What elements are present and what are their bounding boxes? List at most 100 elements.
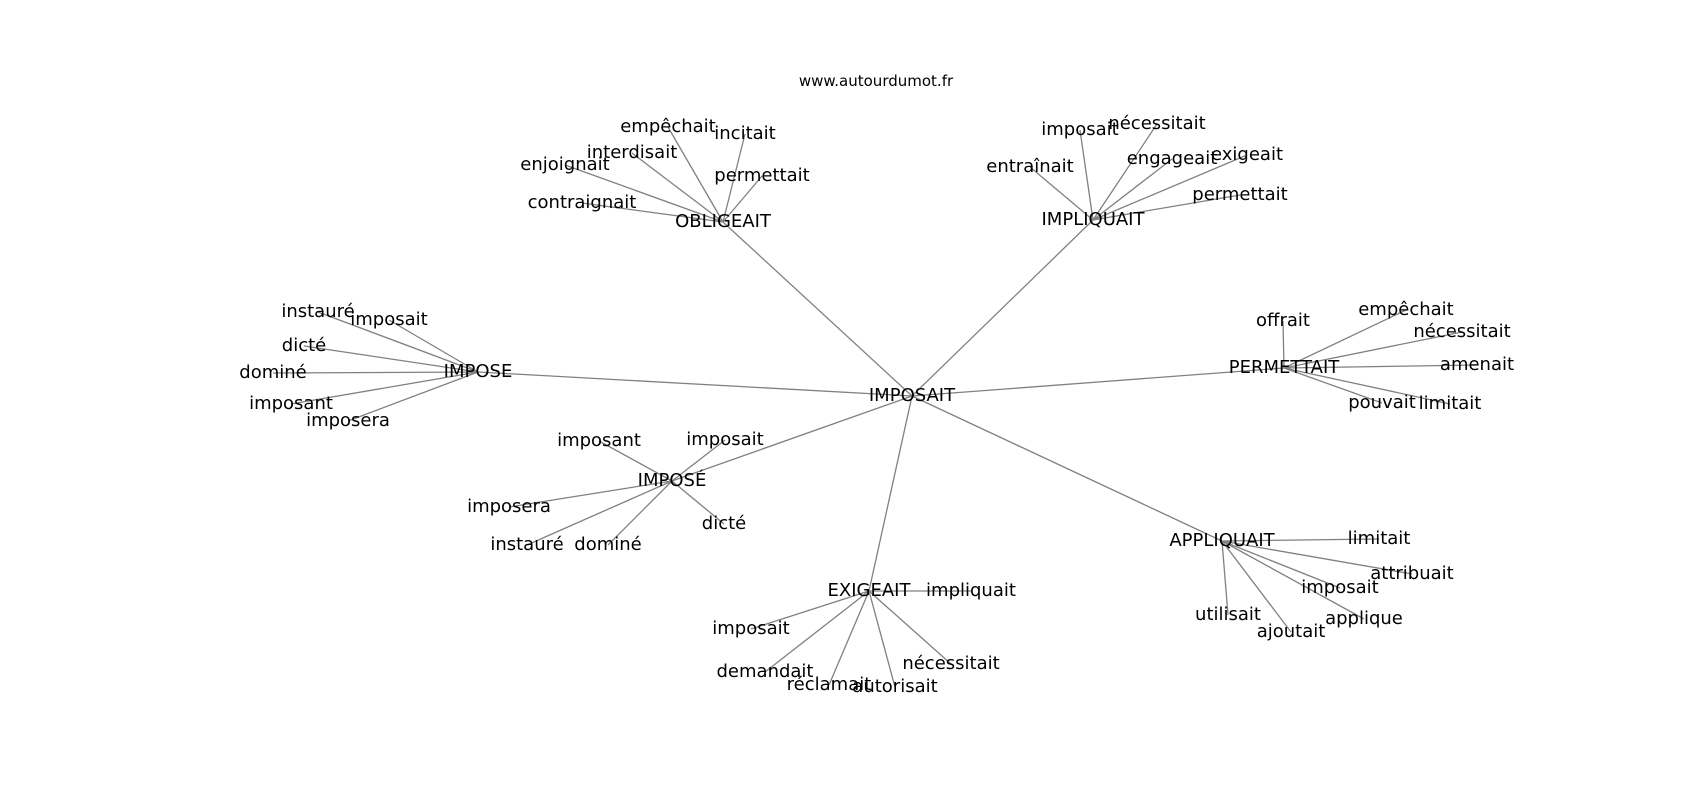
edge-center-exigeait <box>868 395 913 592</box>
hub-node: PERMETTAIT <box>1229 357 1341 378</box>
edge-impose-5 <box>347 371 479 422</box>
leaf-node: nécessitait <box>902 653 999 674</box>
center-node: IMPOSAIT <box>869 385 956 406</box>
edge-exigeait-4 <box>828 590 870 686</box>
leaf-node: entraînait <box>986 156 1073 177</box>
leaf-node: applique <box>1325 608 1403 629</box>
leaf-node: pouvait <box>1348 392 1416 413</box>
edge-appliquait-3 <box>1221 540 1229 616</box>
leaf-node: amenait <box>1440 354 1514 375</box>
leaf-node: permettait <box>714 165 809 186</box>
leaf-node: empêchait <box>620 116 716 137</box>
edge-imposé-0 <box>598 440 673 482</box>
leaf-node: limitait <box>1348 528 1411 549</box>
leaf-node: dominé <box>239 362 306 383</box>
leaf-node: contraignait <box>528 192 637 213</box>
leaf-node: dicté <box>282 335 326 356</box>
leaf-node: imposera <box>467 496 551 517</box>
edge-appliquait-2 <box>1221 540 1341 589</box>
edge-impliquait-5 <box>1092 194 1241 221</box>
leaf-node: utilisait <box>1195 604 1261 625</box>
edge-permettait-4 <box>1283 367 1383 404</box>
hub-node: IMPOSE <box>444 361 513 382</box>
leaf-node: imposant <box>249 393 333 414</box>
leaf-node: empêchait <box>1358 299 1454 320</box>
edge-impose-2 <box>303 345 479 373</box>
leaf-node: instauré <box>490 534 563 555</box>
leaf-node: attribuait <box>1370 563 1453 584</box>
leaf-node: ajoutait <box>1257 621 1326 642</box>
edge-impliquait-0 <box>1079 129 1094 221</box>
edge-permettait-2 <box>1283 331 1463 369</box>
edge-impose-4 <box>290 371 479 405</box>
edge-obligeait-0 <box>667 126 724 223</box>
edge-impliquait-4 <box>1092 154 1248 221</box>
leaf-node: imposait <box>1041 119 1118 140</box>
leaf-node: imposait <box>350 309 427 330</box>
edge-permettait-5 <box>1283 367 1451 405</box>
edge-center-impose <box>477 371 913 397</box>
edge-impose-1 <box>388 319 479 373</box>
hub-node: EXIGEAIT <box>828 580 912 601</box>
leaf-node: nécessitait <box>1413 321 1510 342</box>
leaf-node: interdisait <box>587 142 678 163</box>
edge-appliquait-0 <box>1221 538 1380 542</box>
edge-obligeait-1 <box>722 133 746 223</box>
edge-permettait-1 <box>1283 309 1407 369</box>
edge-appliquait-5 <box>1221 540 1292 633</box>
edge-obligeait-5 <box>581 202 724 223</box>
edge-exigeait-3 <box>868 590 952 665</box>
leaf-node: imposait <box>1301 577 1378 598</box>
hub-node: OBLIGEAIT <box>675 211 772 232</box>
edge-permettait-0 <box>1282 320 1285 369</box>
leaf-node: dicté <box>702 513 746 534</box>
leaf-node: nécessitait <box>1108 113 1205 134</box>
leaf-node: offrait <box>1256 310 1310 331</box>
edge-obligeait-4 <box>722 175 763 223</box>
edge-imposé-2 <box>508 480 673 508</box>
edge-appliquait-4 <box>1221 540 1365 620</box>
edge-center-imposé <box>671 395 913 482</box>
edge-exigeait-2 <box>764 590 870 673</box>
leaf-node: imposait <box>712 618 789 639</box>
leaf-node: instauré <box>281 301 354 322</box>
leaf-node: imposera <box>306 410 390 431</box>
edge-exigeait-5 <box>868 590 896 688</box>
edge-center-obligeait <box>722 221 913 397</box>
edge-obligeait-3 <box>564 164 724 223</box>
edge-obligeait-2 <box>631 152 724 223</box>
hub-node: IMPLIQUAIT <box>1042 209 1146 230</box>
leaf-node: incitait <box>714 123 775 144</box>
edge-impose-3 <box>272 371 479 374</box>
leaf-node: permettait <box>1192 184 1287 205</box>
hub-node: IMPOSÉ <box>638 469 707 491</box>
hub-node: APPLIQUAIT <box>1169 530 1275 551</box>
leaf-node: réclamait <box>787 674 872 695</box>
edge-permettait-3 <box>1283 364 1478 369</box>
leaf-node: impliquait <box>926 580 1016 601</box>
edge-center-impliquait <box>911 219 1094 397</box>
leaf-node: imposant <box>557 430 641 451</box>
leaf-node: enjoignait <box>520 154 609 175</box>
source-url: www.autourdumot.fr <box>798 72 954 90</box>
edge-appliquait-1 <box>1221 540 1413 575</box>
leaf-node: imposait <box>686 429 763 450</box>
edge-impliquait-2 <box>1029 166 1094 221</box>
edge-center-appliquait <box>911 395 1223 542</box>
edge-imposé-4 <box>607 480 673 546</box>
edge-imposé-5 <box>671 480 725 525</box>
leaf-node: dominé <box>574 534 641 555</box>
leaf-node: demandait <box>717 661 814 682</box>
leaf-node: limitait <box>1419 393 1482 414</box>
edge-imposé-1 <box>671 439 726 482</box>
edge-imposé-3 <box>526 480 673 546</box>
edge-exigeait-1 <box>750 590 870 630</box>
edge-impose-0 <box>317 311 479 373</box>
edge-impliquait-1 <box>1092 123 1158 221</box>
leaf-node: exigeait <box>1211 144 1283 165</box>
leaf-node: engageait <box>1127 148 1218 169</box>
edge-impliquait-3 <box>1092 158 1173 221</box>
edge-center-permettait <box>911 367 1285 397</box>
leaf-node: autorisait <box>852 676 937 697</box>
